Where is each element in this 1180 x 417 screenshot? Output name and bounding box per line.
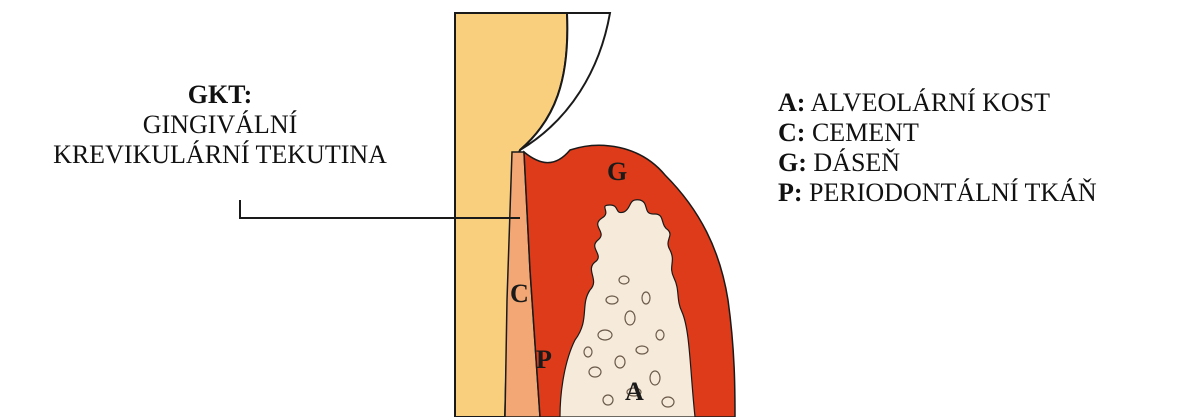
callout-title: GKT: bbox=[0, 80, 440, 110]
legend-item-c: C: CEMENT bbox=[778, 118, 1097, 148]
legend-key: G: bbox=[778, 148, 807, 177]
letter-p: P bbox=[536, 345, 552, 374]
letter-c: C bbox=[510, 279, 529, 308]
legend-key: C: bbox=[778, 118, 805, 147]
legend-label: PERIODONTÁLNÍ TKÁŇ bbox=[809, 178, 1097, 207]
callout-line-1: GINGIVÁLNÍ bbox=[0, 110, 440, 140]
legend-label: CEMENT bbox=[812, 118, 919, 147]
letter-a: A bbox=[625, 377, 644, 406]
legend-key: P: bbox=[778, 178, 803, 207]
legend-key: A: bbox=[778, 88, 805, 117]
legend-item-p: P: PERIODONTÁLNÍ TKÁŇ bbox=[778, 178, 1097, 208]
gkt-callout: GKT: GINGIVÁLNÍ KREVIKULÁRNÍ TEKUTINA bbox=[0, 80, 440, 170]
legend-label: ALVEOLÁRNÍ KOST bbox=[811, 88, 1051, 117]
legend: A: ALVEOLÁRNÍ KOST C: CEMENT G: DÁSEŇ P:… bbox=[778, 88, 1097, 208]
legend-label: DÁSEŇ bbox=[813, 148, 900, 177]
legend-item-g: G: DÁSEŇ bbox=[778, 148, 1097, 178]
letter-g: G bbox=[607, 157, 627, 186]
callout-line-2: KREVIKULÁRNÍ TEKUTINA bbox=[0, 140, 440, 170]
legend-item-a: A: ALVEOLÁRNÍ KOST bbox=[778, 88, 1097, 118]
